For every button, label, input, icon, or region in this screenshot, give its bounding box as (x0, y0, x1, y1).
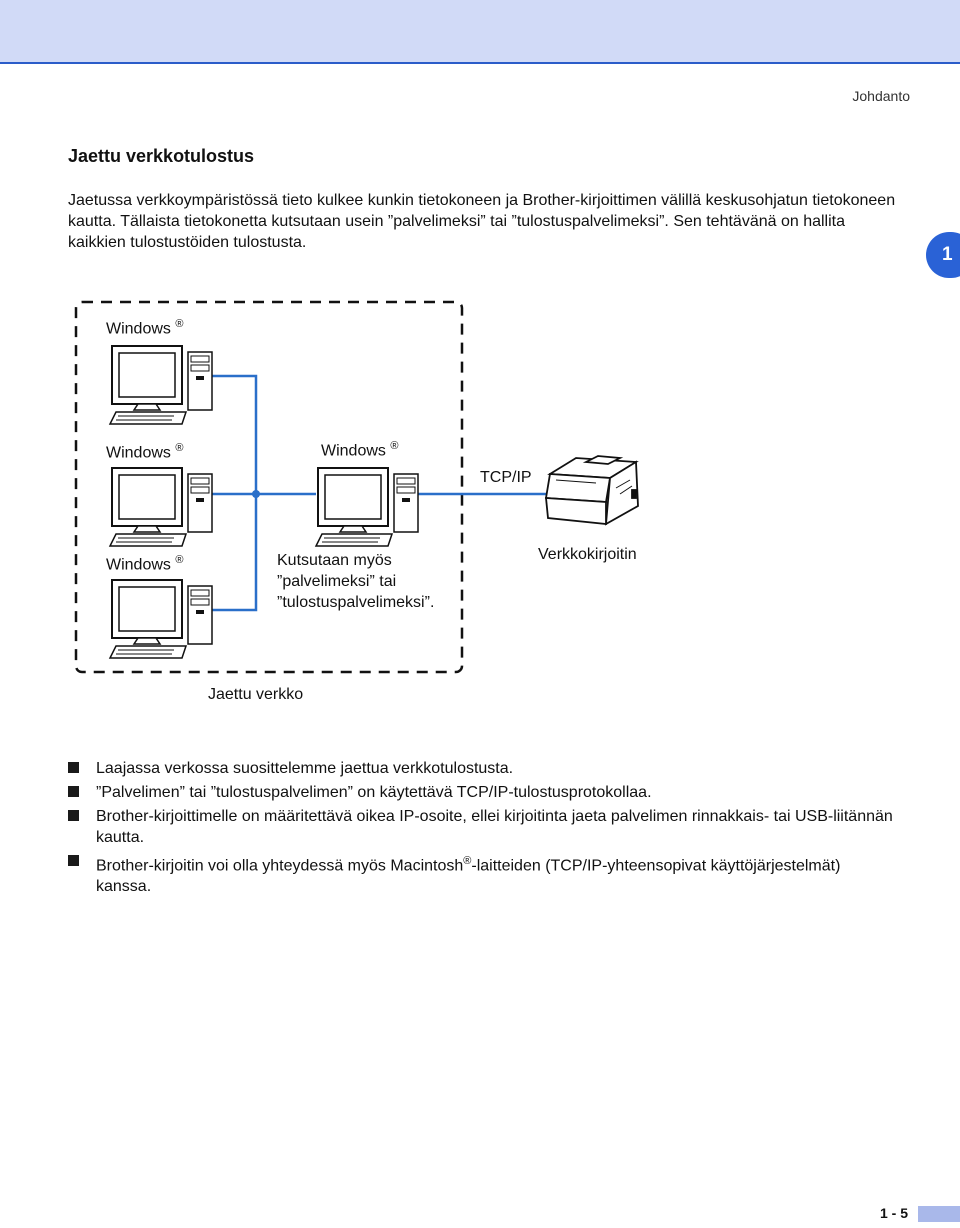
network-hub (252, 490, 260, 498)
client2-label: Windows ® (106, 438, 183, 463)
list-item-text-end: -laitteiden (TCP/IP-yhteensopivat käyttö… (96, 857, 841, 896)
network-printer (544, 455, 639, 526)
registered-mark: ® (175, 318, 184, 330)
section-heading: Jaettu verkkotulostus (68, 146, 255, 166)
list-item: Brother-kirjoittimelle on määritettävä o… (68, 806, 898, 848)
list-item-text-start: Brother-kirjoitin voi olla yhteydessä my… (96, 857, 464, 875)
network-line (206, 374, 548, 612)
square-bullet-icon (68, 762, 79, 773)
header-band (0, 0, 960, 62)
printer-label: Verkkokirjoitin (538, 546, 637, 563)
header-rule (0, 62, 960, 64)
chapter-number: 1 (942, 244, 953, 265)
page-number: 1 - 5 (880, 1205, 909, 1221)
network-diagram-graphic (74, 300, 639, 674)
client-computer-3 (109, 579, 213, 659)
list-item-text: Brother-kirjoittimelle on määritettävä o… (96, 808, 893, 846)
client2-label-text: Windows (106, 444, 171, 462)
square-bullet-icon (68, 786, 79, 797)
list-item-text: ”Palvelimen” tai ”tulostuspalvelimen” on… (96, 784, 652, 801)
server-label-text: Windows (321, 442, 386, 460)
client-computer-2 (109, 467, 213, 547)
list-item: ”Palvelimen” tai ”tulostuspalvelimen” on… (68, 782, 898, 803)
server-computer (315, 467, 419, 547)
running-title: Johdanto (852, 88, 910, 104)
client1-label: Windows ® (106, 314, 183, 339)
network-diagram: Windows ® Windows ® Windows ® Windows ® … (0, 290, 960, 730)
shared-network-boundary (74, 300, 464, 674)
list-item: Brother-kirjoitin voi olla yhteydessä my… (68, 851, 898, 897)
registered-mark: ® (175, 554, 184, 566)
registered-mark: ® (463, 855, 472, 867)
server-label: Windows ® (321, 436, 398, 461)
client3-label: Windows ® (106, 550, 183, 575)
client-computer-1 (109, 345, 213, 425)
chapter-tab: 1 (926, 232, 960, 278)
client1-label-text: Windows (106, 320, 171, 338)
list-item-text: Laajassa verkossa suosittelemme jaettua … (96, 760, 514, 777)
client3-label-text: Windows (106, 556, 171, 574)
square-bullet-icon (68, 810, 79, 821)
network-label: Jaettu verkko (208, 686, 304, 703)
registered-mark: ® (175, 442, 184, 454)
server-note: Kutsutaan myös ”palvelimeksi” tai ”tulos… (277, 552, 435, 611)
bullet-list: Laajassa verkossa suosittelemme jaettua … (68, 758, 898, 900)
square-bullet-icon (68, 855, 79, 866)
footer-bar (918, 1206, 960, 1222)
list-item: Laajassa verkossa suosittelemme jaettua … (68, 758, 898, 779)
intro-paragraph: Jaetussa verkkoympäristössä tieto kulkee… (68, 192, 896, 251)
protocol-label: TCP/IP (480, 469, 532, 486)
registered-mark: ® (390, 440, 399, 452)
